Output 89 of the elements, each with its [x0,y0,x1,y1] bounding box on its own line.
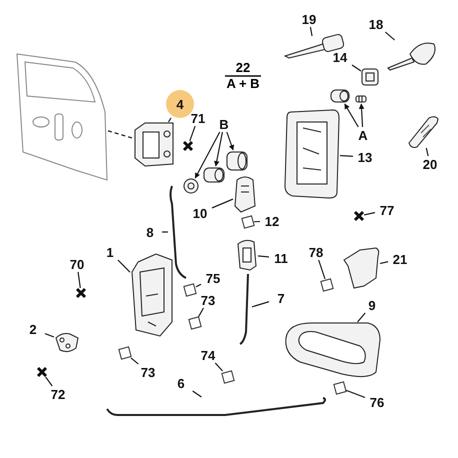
leader-line [252,301,270,308]
callout-number: 18 [364,16,388,32]
callout-number: 75 [201,270,225,286]
leader-line [364,212,376,216]
clip-mark [242,216,254,228]
leader-line [358,103,364,128]
leader-line [318,260,326,280]
leader-line [44,333,54,338]
clip-mark [321,279,333,291]
leader-line [45,376,53,386]
callout-number: 12 [260,213,284,229]
door-lock-drawing [130,252,175,338]
screw-mark [354,211,364,221]
screw-mark [37,367,47,377]
leader-line [214,362,223,372]
lock-barrel-drawing [226,150,248,172]
leader-line [380,261,388,264]
callout-number: A [351,127,375,143]
callout-number: 21 [388,251,412,267]
leader-line [344,104,359,128]
assembly-label: A + B [225,76,261,91]
leader-line [214,132,223,167]
callout-number: 9 [360,297,384,313]
callout-number: 10 [188,205,212,221]
leader-line [196,284,202,288]
callout-number: 11 [269,250,293,266]
leader-line [346,390,366,398]
callout-number: 8 [138,224,162,240]
door-drawing [15,52,108,182]
callout-number: 1 [98,244,122,260]
leader-line [78,272,81,288]
plate-drawing [54,330,80,354]
callout-number: 2 [21,321,45,337]
rod-drawing [238,272,252,346]
callout-number: 19 [297,11,321,27]
callout-number: 73 [136,364,160,380]
callout-number: 20 [418,156,442,172]
leader-line [130,358,139,364]
clip-mark [189,317,201,329]
callout-number: 13 [353,149,377,165]
clip-mark [334,382,346,394]
key-drawing [386,40,438,70]
leader-line [310,26,313,36]
leader-line [212,198,234,208]
clip-mark [184,284,196,296]
callout-number: 6 [169,375,193,391]
callout-number: 7 [269,290,293,306]
leader-line [192,390,202,398]
leader-line [426,148,429,156]
leader-line [258,255,270,258]
callout-number: 78 [304,244,328,260]
leader-line [189,126,196,142]
door-handle-drawing [283,108,340,200]
callout-number: 77 [375,202,399,218]
callout-number: 14 [328,49,352,65]
leader-line [194,132,220,178]
bracket-drawing [133,122,175,167]
callout-number: 76 [365,394,389,410]
lock-housing-drawing [233,174,257,214]
leader-line [340,155,354,157]
clip-drawing [236,238,258,272]
assembly-line [108,130,134,139]
pin-drawing [355,94,367,104]
leader-line [118,260,130,273]
seal-drawing [361,68,379,86]
clip-mark [119,347,131,359]
leader-line [384,32,395,40]
callout-number: 74 [196,347,220,363]
clip-mark [222,371,234,383]
rod-drawing [105,397,327,417]
screw-mark [183,141,193,151]
lock-barrel-drawing [330,88,350,104]
nut-drawing [183,178,199,194]
leader-line [352,64,362,72]
rod-drawing [168,184,188,280]
callout-number: 70 [65,256,89,272]
assembly-label: 22 [234,60,252,75]
leader-line [226,132,234,151]
screw-mark [76,288,86,298]
callout-number: 4 [166,90,194,118]
leader-line [168,118,172,122]
leader-line [162,231,168,233]
lock-barrel-drawing [203,166,225,184]
leader-line [357,312,366,322]
leader-line [198,308,204,318]
callout-number: 72 [46,386,70,402]
leader-line [254,220,260,222]
callout-number: B [212,116,236,132]
callout-number: 73 [196,292,220,308]
